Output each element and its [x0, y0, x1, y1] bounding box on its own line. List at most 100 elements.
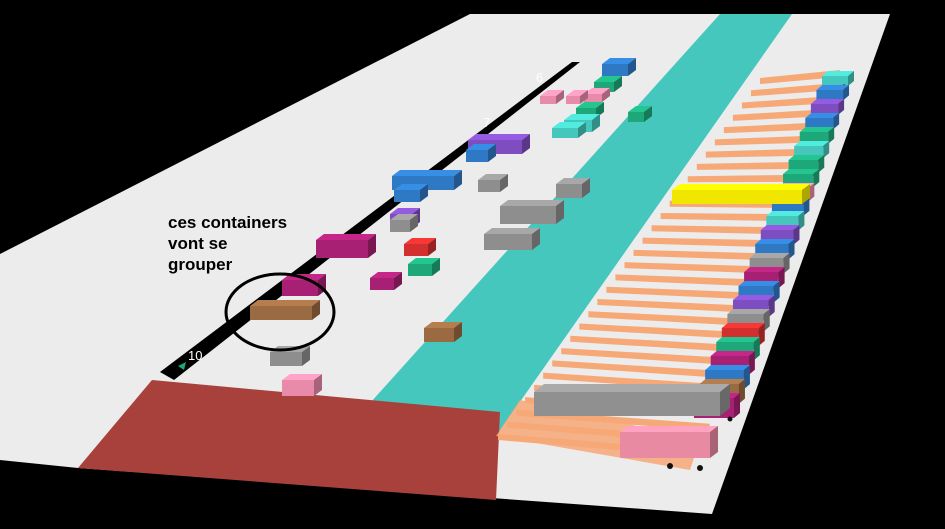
- container-18-side: [410, 214, 418, 232]
- truck-front: [810, 104, 839, 115]
- container-0: [602, 58, 636, 76]
- truck-top: [705, 365, 750, 370]
- container-11-top: [392, 170, 462, 176]
- truck-top: [738, 281, 780, 286]
- truck-side: [818, 155, 825, 173]
- container-18-front: [390, 220, 410, 232]
- container-yellow-long-top: [672, 184, 810, 190]
- truck-side: [738, 379, 745, 404]
- parking-stripe: [606, 286, 758, 300]
- truck-top: [755, 239, 795, 244]
- truck: [805, 113, 840, 130]
- container-7: [552, 122, 586, 138]
- container-18: [390, 214, 418, 232]
- parking-stripe: [624, 262, 768, 274]
- rail-track-outer: [0, 14, 470, 254]
- container-7-front: [552, 128, 578, 138]
- container-27-front: [270, 352, 302, 366]
- container-19-top: [404, 238, 436, 244]
- container-10: [466, 144, 496, 162]
- truck-top: [766, 211, 805, 216]
- container-yellow-long-front: [672, 190, 802, 204]
- truck-side: [798, 211, 805, 231]
- parking-stripe: [642, 237, 778, 248]
- container-23-top: [370, 272, 402, 278]
- truck-side: [843, 85, 850, 101]
- container-2-front: [584, 94, 602, 102]
- container-4-front: [566, 96, 580, 104]
- container-25-side: [312, 300, 320, 320]
- container-26-front: [424, 328, 454, 342]
- container-13: [478, 174, 508, 192]
- truck-wheel: [727, 416, 733, 422]
- parking-stripe: [588, 311, 749, 326]
- truck-top: [794, 141, 830, 146]
- container-20-top: [408, 258, 440, 264]
- annotation-line-1: ces containers: [168, 213, 288, 232]
- truck: [799, 127, 835, 144]
- annotation-line-2: vont se: [168, 234, 228, 253]
- container-25-top: [278, 300, 320, 306]
- container-9-top: [468, 134, 530, 140]
- truck-side: [838, 99, 845, 115]
- container-21-side: [368, 234, 376, 258]
- container-15-top: [500, 200, 564, 206]
- container-15-side: [556, 200, 564, 224]
- truck-side: [753, 337, 760, 361]
- parking-stripe: [579, 323, 744, 340]
- container-16: [484, 228, 540, 250]
- container-10-front: [466, 150, 488, 162]
- container-28-front: [282, 380, 314, 396]
- container-12: [394, 184, 428, 202]
- truck-top: [805, 113, 840, 118]
- container-23-front: [370, 278, 394, 290]
- container-13-side: [500, 174, 508, 192]
- annotation-note: ces containers vont se grouper: [168, 212, 318, 275]
- container-13-top: [478, 174, 508, 180]
- truck-long-gray-side: [720, 384, 730, 416]
- container-27: [270, 346, 310, 366]
- container-20-front: [408, 264, 432, 276]
- truck-side: [763, 309, 770, 332]
- container-2-side: [602, 88, 610, 102]
- container-8-side: [644, 106, 652, 122]
- container-4-side: [580, 90, 588, 104]
- truck-side: [768, 295, 775, 317]
- container-16-front: [484, 234, 532, 250]
- container-20: [408, 258, 440, 276]
- truck-top: [816, 85, 850, 90]
- container-21-top: [316, 234, 376, 240]
- truck-top: [799, 127, 835, 132]
- container-11-side: [454, 170, 462, 190]
- container-14: [556, 178, 590, 198]
- container-4: [566, 90, 588, 104]
- rail-label-7: 7: [483, 115, 490, 130]
- container-28: [282, 374, 322, 396]
- truck-pink-front: [620, 432, 710, 458]
- container-12-front: [394, 190, 420, 202]
- red-storage-zone: [78, 380, 500, 500]
- container-18-top: [390, 214, 418, 220]
- truck-side: [813, 169, 820, 188]
- container-0-front: [602, 64, 628, 76]
- parking-stripe: [741, 96, 831, 109]
- container-3-front: [540, 96, 556, 104]
- truck-long-gray-top: [534, 384, 730, 392]
- container-8: [628, 106, 652, 122]
- rail-label-6: 6: [536, 70, 543, 85]
- parking-stripe: [705, 148, 812, 158]
- truck-side: [783, 253, 790, 274]
- container-5-front: [576, 108, 596, 118]
- container-19-front: [404, 244, 428, 256]
- container-2-top: [584, 88, 610, 94]
- container-6-top: [564, 114, 600, 120]
- container-26-top: [424, 322, 462, 328]
- highlight-circle: [224, 272, 336, 352]
- annotation-line-3: grouper: [168, 255, 233, 274]
- teal-lane: [362, 14, 792, 436]
- truck-side: [848, 71, 854, 86]
- container-yellow-long: [672, 184, 810, 204]
- container-5-top: [576, 102, 604, 108]
- parking-stripe: [552, 360, 729, 379]
